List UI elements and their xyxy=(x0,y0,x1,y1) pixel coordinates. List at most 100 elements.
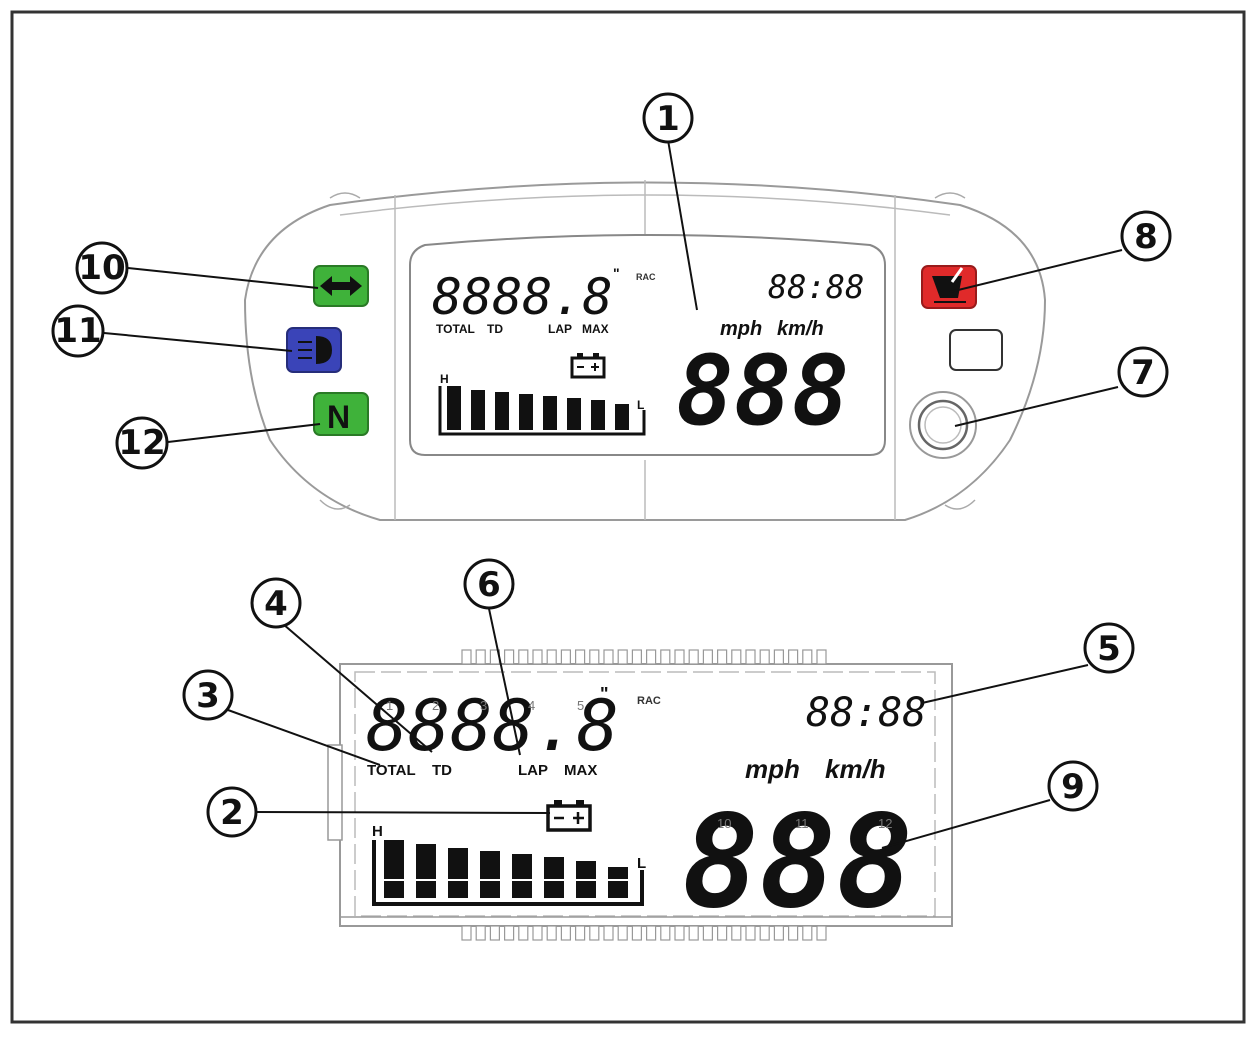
top-bar-graph xyxy=(447,386,629,430)
lcd-pin xyxy=(617,925,628,941)
lcd-pin xyxy=(745,925,756,941)
mode-button[interactable] xyxy=(909,391,977,459)
lcd-pin xyxy=(574,649,586,665)
callout-7-number: 7 xyxy=(1131,353,1155,393)
leader-8 xyxy=(949,249,1123,293)
lcd-pin xyxy=(617,649,628,665)
lcd-pin xyxy=(504,925,515,941)
leader-2 xyxy=(253,811,551,814)
digit-number-1: 1 xyxy=(386,698,393,713)
top-odometer-digits: 8888.8 xyxy=(432,268,613,326)
bottom-mode-tag: RAC xyxy=(637,695,661,707)
digit-number-4: 4 xyxy=(528,698,535,713)
bottom-bar-segment xyxy=(512,854,532,898)
bottom-speed-digits: 888 xyxy=(682,788,913,937)
oil-temp-warning-icon xyxy=(932,276,962,298)
lcd-pin xyxy=(603,649,614,665)
lcd-pin xyxy=(532,925,543,941)
callout-5: 5 xyxy=(1083,622,1135,674)
bottom-digit-number-tags: 1 2 3 4 5 xyxy=(386,698,584,713)
top-unit-kmh: km/h xyxy=(777,318,824,340)
lcd-pin xyxy=(716,649,728,665)
bottom-odometer-digits: 8888.8 xyxy=(366,685,619,767)
lcd-pin xyxy=(489,925,500,941)
top-bar-high: H xyxy=(440,372,449,386)
callout-12-number: 12 xyxy=(118,423,165,463)
lcd-pin xyxy=(475,925,486,941)
lcd-pin xyxy=(816,649,827,665)
lcd-pin xyxy=(787,649,799,665)
digit-number-5: 5 xyxy=(577,698,584,713)
callout-6: 6 xyxy=(463,558,515,610)
bottom-clock: 88:88 xyxy=(806,690,926,736)
callout-11: 11 xyxy=(51,304,105,358)
bottom-label-total: TOTAL xyxy=(367,762,416,779)
lcd-pin xyxy=(773,649,785,665)
oil-temp-warning-indicator xyxy=(921,265,977,309)
top-bar-segment xyxy=(447,386,461,430)
leader-9 xyxy=(881,799,1051,849)
leader-7 xyxy=(954,386,1119,427)
lcd-pin xyxy=(546,649,557,665)
digit-number-3: 3 xyxy=(480,698,487,713)
top-bar-segment xyxy=(543,396,557,430)
top-unit-mph: mph xyxy=(720,318,762,340)
callout-8: 8 xyxy=(1120,210,1172,262)
lcd-pin xyxy=(688,925,699,941)
lcd-pin xyxy=(574,925,586,941)
lcd-pin xyxy=(504,649,515,665)
top-bar-low: L xyxy=(637,398,644,412)
lcd-pin xyxy=(631,649,643,665)
lcd-pin xyxy=(759,925,770,941)
lcd-pin xyxy=(645,649,657,665)
lcd-pin xyxy=(688,649,699,665)
lcd-pin xyxy=(645,925,657,941)
callout-5-number: 5 xyxy=(1097,629,1121,669)
callout-9-number: 9 xyxy=(1061,767,1085,807)
lcd-pin xyxy=(674,649,685,665)
callout-leader-lines xyxy=(103,139,1123,849)
leader-4 xyxy=(282,623,433,753)
top-label-td: TD xyxy=(487,322,503,336)
lcd-pin xyxy=(802,925,813,941)
lcd-pin xyxy=(518,649,529,665)
lcd-pin xyxy=(773,925,785,941)
blank-indicator-slot xyxy=(949,329,1003,371)
top-bar-frame xyxy=(438,386,646,436)
leader-6 xyxy=(487,603,521,756)
bottom-unit-kmh: km/h xyxy=(825,754,886,784)
lcd-pin xyxy=(745,649,756,665)
callout-4-number: 4 xyxy=(264,584,288,624)
callout-1-number: 1 xyxy=(656,99,680,139)
speed-digit-number-11: 11 xyxy=(795,816,809,831)
lcd-top-pins xyxy=(461,649,827,665)
top-label-lap: LAP xyxy=(548,322,572,336)
leader-5 xyxy=(921,664,1089,704)
lcd-pin xyxy=(716,925,728,941)
lcd-pin xyxy=(660,649,671,665)
speed-digit-number-10: 10 xyxy=(717,816,731,831)
lcd-pin xyxy=(731,649,742,665)
lcd-pin xyxy=(759,649,770,665)
lcd-pin xyxy=(660,925,671,941)
callout-3: 3 xyxy=(182,669,234,721)
top-bar-segment xyxy=(615,404,629,430)
top-bar-segment xyxy=(519,394,533,430)
callout-2: 2 xyxy=(206,786,258,838)
bottom-bar-frame xyxy=(372,840,644,906)
neutral-text: N xyxy=(327,399,350,435)
speed-digit-number-12: 12 xyxy=(878,816,892,831)
leader-1 xyxy=(667,139,698,311)
top-bar-segment xyxy=(591,400,605,430)
callout-7: 7 xyxy=(1117,346,1169,398)
callout-2-number: 2 xyxy=(220,793,244,833)
top-battery-icon xyxy=(570,353,606,379)
leader-3 xyxy=(227,709,381,766)
callout-12: 12 xyxy=(115,416,169,470)
lcd-pin xyxy=(546,925,557,941)
top-bar-segment xyxy=(567,398,581,430)
turn-signal-indicator xyxy=(313,265,369,307)
lcd-pin xyxy=(461,649,472,665)
lcd-pin xyxy=(787,925,799,941)
bottom-bar-segment xyxy=(384,840,404,898)
